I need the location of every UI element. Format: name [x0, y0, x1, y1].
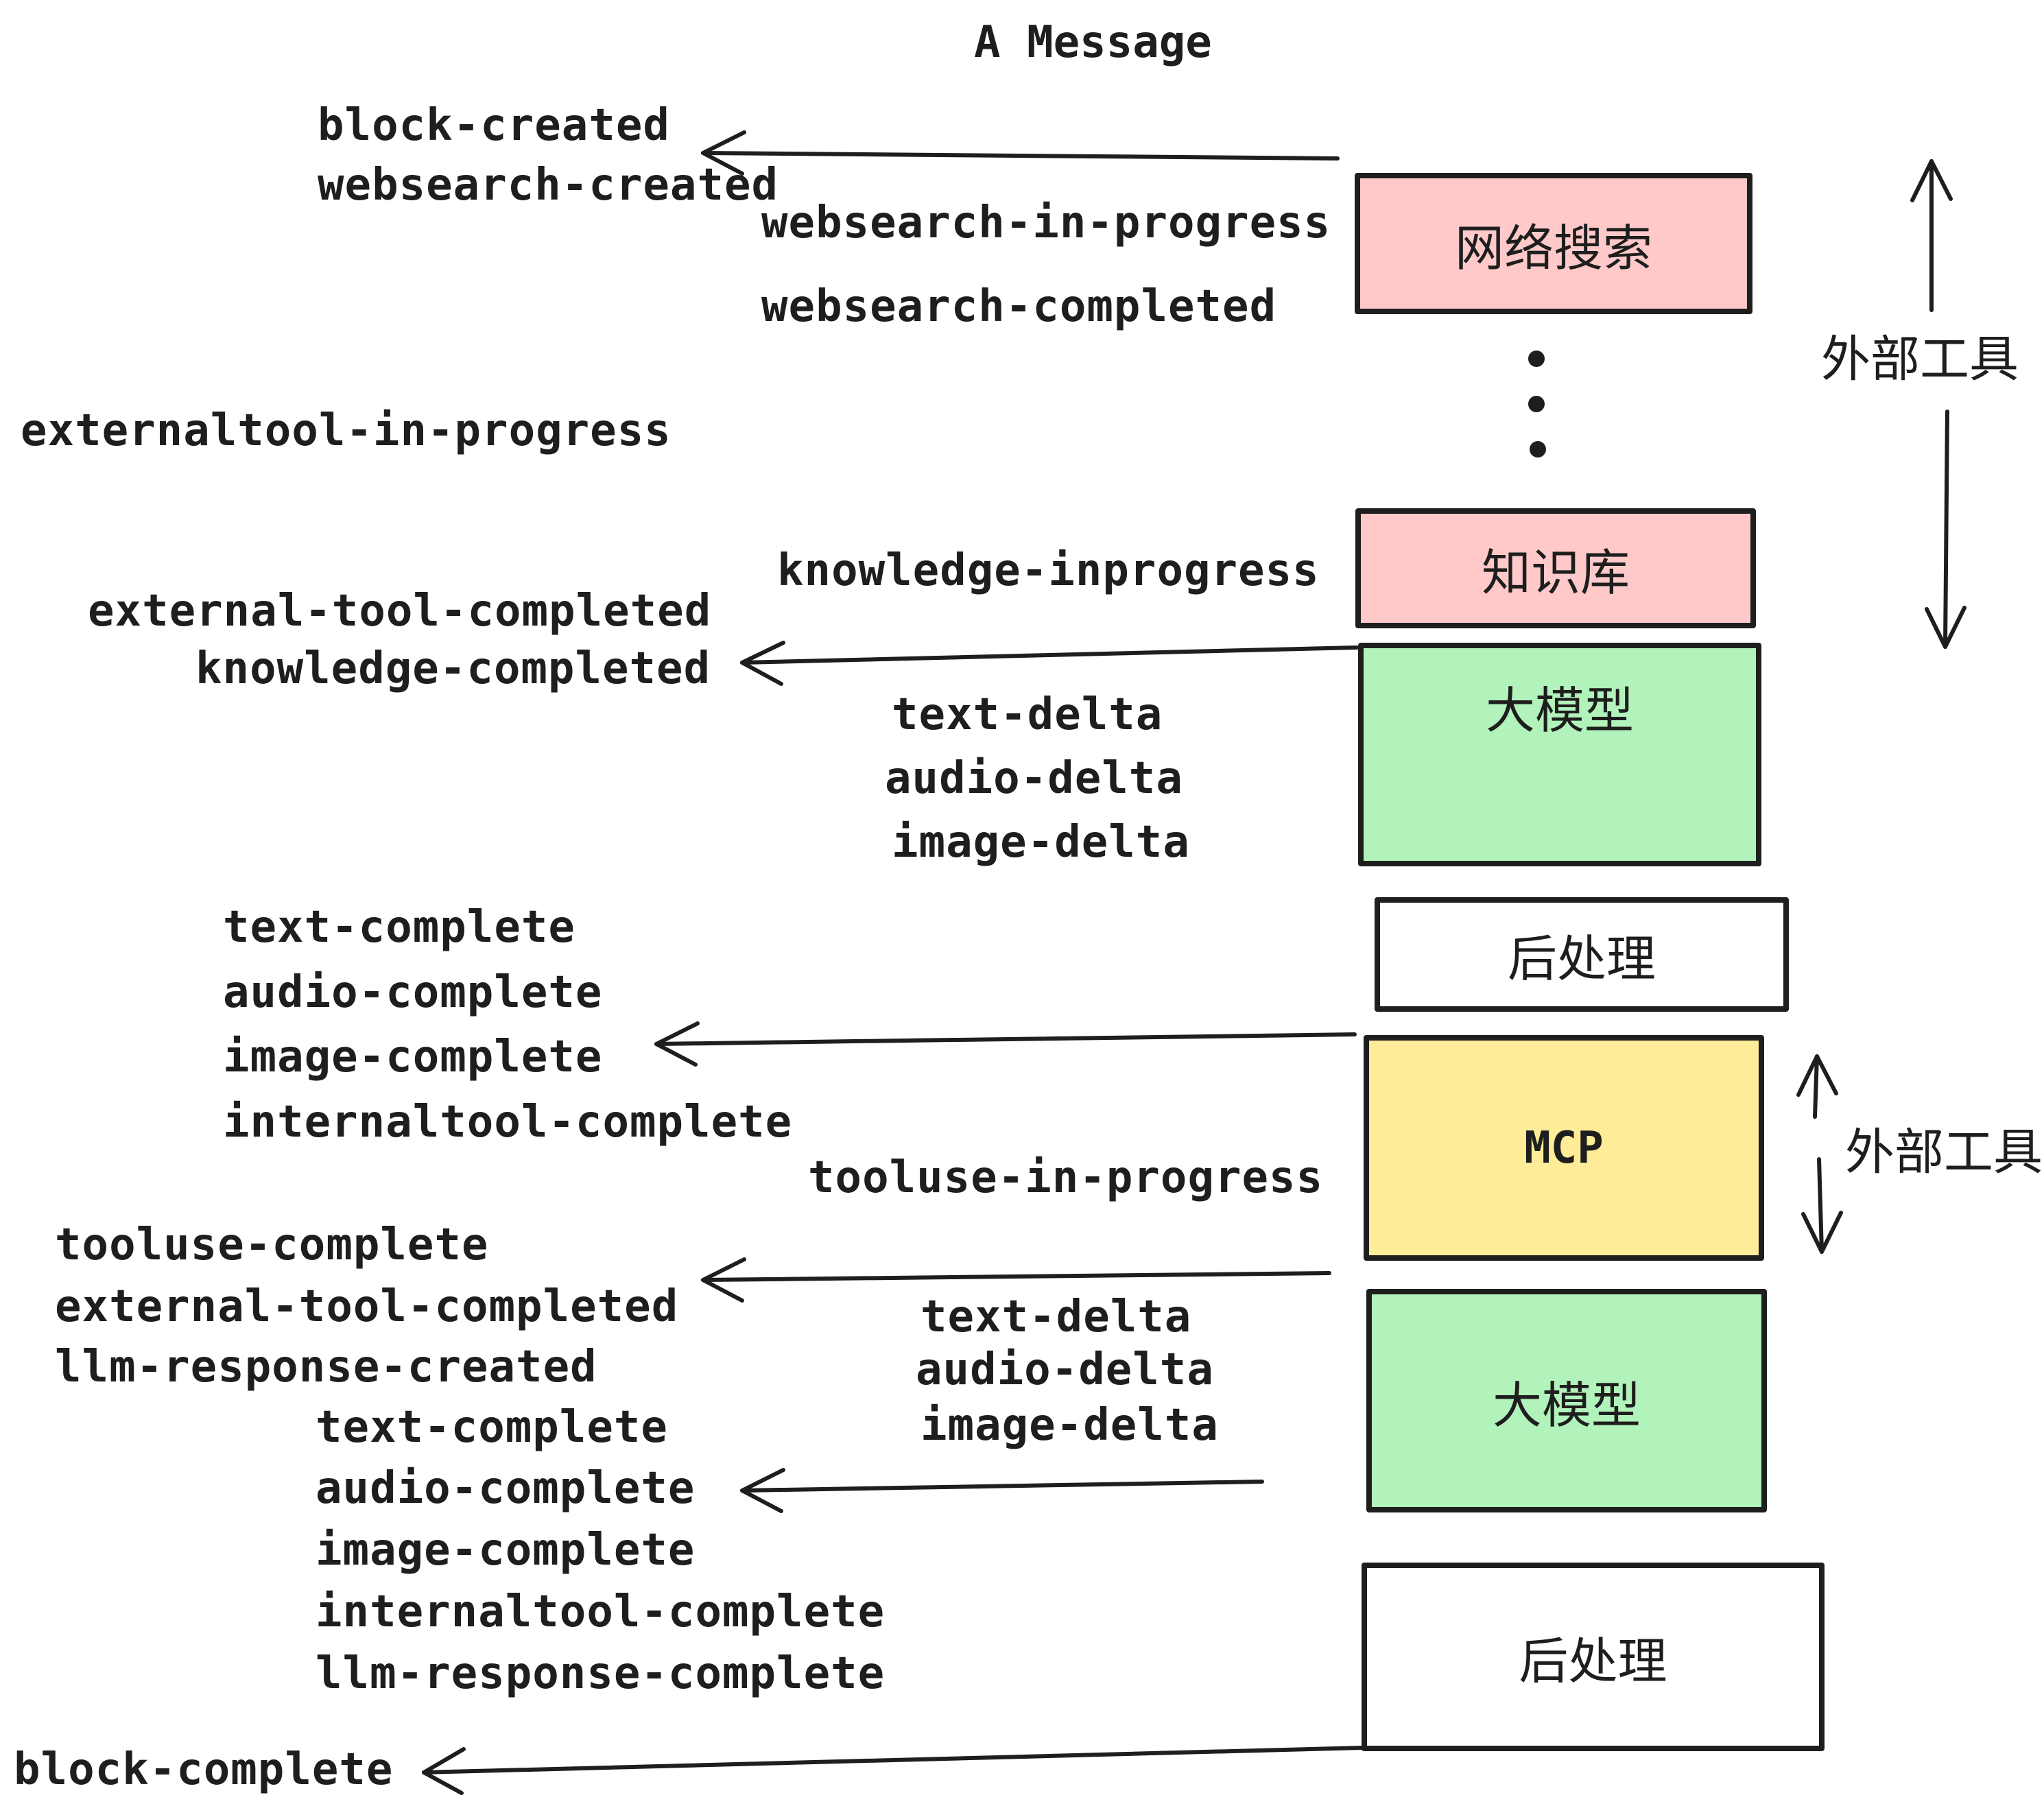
page-title: A Message	[974, 17, 1212, 68]
event-text-delta-2: text-delta	[920, 1292, 1192, 1342]
event-websearch-in-progress: websearch-in-progress	[761, 198, 1331, 248]
event-audio-delta-1: audio-delta	[885, 753, 1183, 804]
arrow-block-created-left	[701, 130, 1340, 176]
event-external-tool-completed-2: external-tool-completed	[55, 1281, 679, 1332]
event-knowledge-inprogress: knowledge-inprogress	[777, 545, 1320, 596]
box-llm-1-label: 大模型	[1485, 682, 1634, 739]
event-websearch-completed: websearch-completed	[761, 281, 1277, 332]
event-block-created: block-created	[318, 100, 670, 151]
box-knowledge-label: 知识库	[1481, 544, 1630, 602]
box-llm-2: 大模型	[1366, 1289, 1767, 1512]
box-knowledge: 知识库	[1355, 508, 1756, 628]
event-text-complete-2: text-complete	[316, 1402, 668, 1453]
external-tools-label-mid: 外部工具	[1845, 1123, 2043, 1181]
event-external-tool-completed: external-tool-completed	[88, 586, 712, 637]
event-tooluse-complete: tooluse-complete	[55, 1220, 489, 1270]
event-audio-delta-2: audio-delta	[916, 1344, 1214, 1395]
arrow-knowledge-completed-left	[740, 641, 1359, 686]
event-image-delta-2: image-delta	[920, 1400, 1219, 1451]
vertical-ellipsis	[1528, 351, 1546, 458]
arrow-audio-complete-left	[740, 1468, 1264, 1513]
external-tools-label-top: 外部工具	[1821, 330, 2019, 388]
box-llm-2-label: 大模型	[1492, 1376, 1641, 1434]
arrow-external-tools-top-up	[1910, 159, 1953, 312]
box-postprocess-2: 后处理	[1362, 1563, 1825, 1751]
arrow-external-tools-mid-down	[1801, 1157, 1843, 1254]
event-llm-response-complete: llm-response-complete	[316, 1648, 886, 1699]
event-image-complete-1: image-complete	[223, 1032, 603, 1082]
event-externaltool-in-progress: externaltool-in-progress	[21, 405, 672, 456]
box-postprocess-2-label: 后处理	[1519, 1633, 1667, 1690]
event-tooluse-in-progress: tooluse-in-progress	[808, 1152, 1324, 1203]
event-image-delta-1: image-delta	[892, 817, 1190, 868]
box-llm-1: 大模型	[1358, 643, 1761, 866]
box-websearch-label: 网络搜索	[1454, 219, 1652, 277]
arrow-external-tools-top-down	[1925, 410, 1966, 649]
event-image-complete-2: image-complete	[316, 1525, 696, 1576]
arrow-external-tools-mid-up	[1796, 1054, 1838, 1119]
arrow-block-complete-left	[422, 1746, 1364, 1795]
event-llm-response-created: llm-response-created	[55, 1342, 597, 1392]
event-knowledge-completed: knowledge-completed	[195, 643, 711, 694]
event-block-complete: block-complete	[14, 1744, 394, 1795]
box-websearch: 网络搜索	[1355, 173, 1752, 314]
box-postprocess-1: 后处理	[1375, 897, 1789, 1012]
event-internaltool-complete-1: internaltool-complete	[223, 1097, 793, 1148]
box-postprocess-1-label: 后处理	[1507, 930, 1656, 988]
event-audio-complete-1: audio-complete	[223, 967, 603, 1018]
event-internaltool-complete-2: internaltool-complete	[316, 1587, 886, 1637]
event-websearch-created: websearch-created	[318, 160, 779, 211]
box-mcp: MCP	[1364, 1035, 1764, 1261]
event-text-complete-1: text-complete	[223, 902, 575, 953]
box-mcp-label: MCP	[1524, 1122, 1604, 1174]
event-audio-complete-2: audio-complete	[316, 1463, 696, 1514]
arrow-image-complete-left	[654, 1021, 1357, 1067]
event-text-delta-1: text-delta	[892, 689, 1163, 740]
